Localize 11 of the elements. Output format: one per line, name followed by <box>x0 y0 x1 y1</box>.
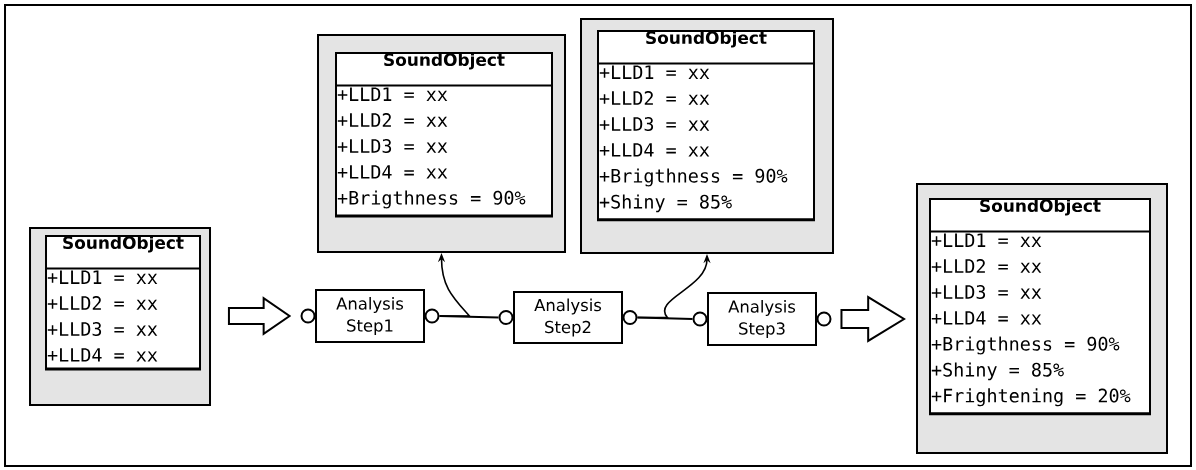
process-box: Analysis Step1 <box>315 289 425 343</box>
process-box: Analysis Step3 <box>707 292 817 346</box>
connector-line <box>438 315 500 319</box>
block-arrow <box>227 296 292 336</box>
class-box: SoundObject +LLD1 = xx +LLD2 = xx +LLD3 = xx +LLD4 = xx +Brigthness = 90% <box>335 52 553 218</box>
connector-line <box>636 316 694 320</box>
block-arrow <box>840 295 906 343</box>
process-box: Analysis Step2 <box>513 291 623 344</box>
class-box: SoundObject +LLD1 = xx +LLD2 = xx +LLD3 = xx +LLD4 = xx <box>45 235 201 371</box>
class-box: SoundObject +LLD1 = xx +LLD2 = xx +LLD3 = xx +LLD4 = xx +Brigthness = 90% +Shiny = 85% <box>597 30 815 222</box>
class-box: SoundObject +LLD1 = xx +LLD2 = xx +LLD3 = xx +LLD4 = xx +Brigthness = 90% +Shiny = 85% +Frightening = 20% <box>929 198 1151 416</box>
